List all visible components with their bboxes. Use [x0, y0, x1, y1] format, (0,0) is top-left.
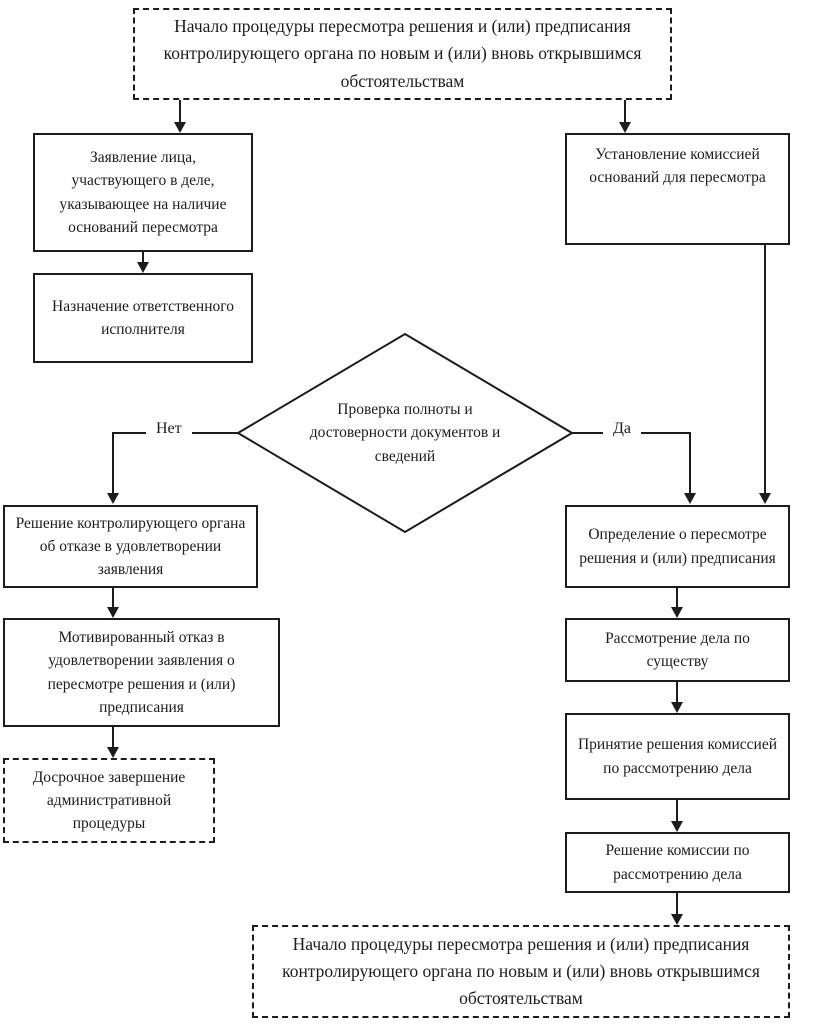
- node-commission-decision: Решение комиссии по рассмотрению дела: [565, 832, 790, 893]
- connector-decisionmaking-decision: [676, 800, 678, 822]
- arrowhead-no-refusal: [107, 493, 119, 504]
- node-merits-review: Рассмотрение дела по существу: [565, 618, 790, 682]
- node-end: Начало процедуры пересмотра решения и (и…: [252, 925, 790, 1018]
- node-commission-grounds: Установление комиссией оснований для пер…: [565, 133, 790, 245]
- connector-no-vertical: [112, 432, 114, 494]
- node-review-ruling: Определение о пересмотре решения и (или)…: [565, 505, 790, 588]
- connector-start-commission: [624, 100, 626, 123]
- arrowhead-refusal-motivated: [107, 607, 119, 618]
- arrowhead-yes-ruling: [684, 493, 696, 504]
- node-motivated-refusal: Мотивированный отказ в удовлетворении за…: [3, 618, 280, 727]
- arrowhead-ruling-merits: [671, 607, 683, 618]
- node-check-decision: Проверка полноты и достоверности докумен…: [237, 333, 573, 533]
- connector-ruling-merits: [676, 588, 678, 608]
- node-refusal-decision: Решение контролирующего органа об отказе…: [3, 505, 258, 588]
- connector-commission-ruling: [764, 245, 766, 494]
- arrowhead-application-executor: [137, 262, 149, 273]
- arrowhead-start-commission: [619, 122, 631, 133]
- node-early-termination: Досрочное завершение административной пр…: [3, 758, 215, 843]
- arrowhead-decision-end: [671, 914, 683, 925]
- branch-label-yes: Да: [603, 420, 642, 438]
- node-start: Начало процедуры пересмотра решения и (и…: [133, 8, 672, 100]
- node-assign-executor: Назначение ответственного исполнителя: [33, 273, 253, 363]
- branch-label-no: Нет: [146, 420, 192, 438]
- connector-merits-decisionmaking: [676, 682, 678, 703]
- arrowhead-commission-ruling: [759, 493, 771, 504]
- connector-motivated-termination: [112, 727, 114, 748]
- node-commission-decision-making: Принятие решения комиссией по рассмотрен…: [565, 713, 790, 800]
- arrowhead-motivated-termination: [107, 747, 119, 758]
- arrowhead-merits-decisionmaking: [671, 702, 683, 713]
- connector-yes-vertical: [689, 432, 691, 494]
- arrowhead-start-application: [174, 122, 186, 133]
- node-application: Заявление лица, участвующего в деле, ука…: [33, 133, 253, 252]
- diamond-shape: [237, 333, 573, 533]
- connector-decision-end: [676, 893, 678, 915]
- connector-refusal-motivated: [112, 588, 114, 608]
- arrowhead-decisionmaking-decision: [671, 821, 683, 832]
- connector-application-executor: [142, 252, 144, 263]
- diamond-label: Проверка полноты и достоверности докумен…: [309, 401, 501, 465]
- connector-start-application: [179, 100, 181, 123]
